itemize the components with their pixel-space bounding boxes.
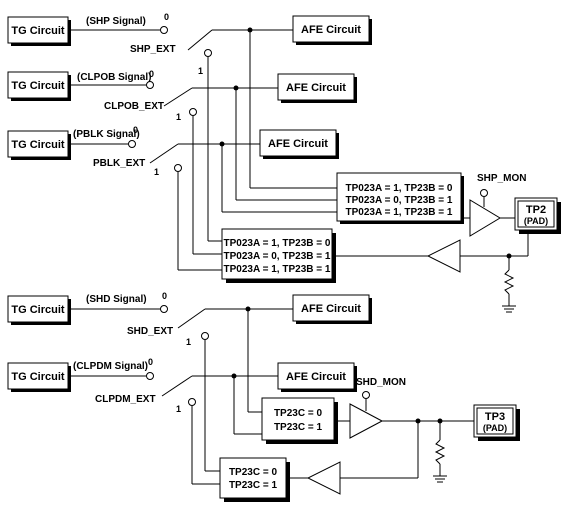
upper-return-line-2: TP023A = 0, TP23B = 1 — [224, 251, 331, 262]
tp3-pad-name: TP3 — [485, 411, 505, 423]
upper-mux-line-1: TP023A = 1, TP23B = 0 — [346, 183, 453, 194]
pblk-switch-pos1: 1 — [154, 167, 159, 177]
tg-circuit-1-label: TG Circuit — [11, 25, 65, 37]
upper-mux-wiring — [177, 27, 338, 271]
tp3-pad-sub: (PAD) — [483, 423, 507, 433]
shp-switch-pos0: 0 — [164, 12, 169, 22]
afe-circuit-5-label: AFE Circuit — [286, 371, 346, 383]
clpob-signal-label: (CLPOB Signal) — [77, 72, 151, 83]
afe-circuit-5: AFE Circuit — [277, 362, 357, 392]
pblk-switch-label: PBLK_EXT — [93, 158, 145, 169]
upper-mux-line-3: TP023A = 1, TP23B = 1 — [346, 207, 453, 218]
afe-circuit-1: AFE Circuit — [292, 15, 372, 45]
pblk-switch-pos0: 0 — [133, 125, 138, 135]
shd-signal-label: (SHD Signal) — [86, 294, 147, 305]
clpob-signal-path: (CLPOB Signal) 0 CLPOB_EXT 1 — [68, 69, 278, 122]
shd-mon-label: SHD_MON — [356, 377, 406, 388]
upper-mux-return-box: TP023A = 1, TP23B = 0 TP023A = 0, TP23B … — [221, 228, 336, 283]
shp-switch-pos1: 1 — [198, 66, 203, 76]
shp-signal-path: (SHP Signal) 0 SHP_EXT 1 — [68, 12, 293, 76]
shd-mon-buffer: SHD_MON — [334, 377, 474, 483]
clpdm-switch-pos1: 1 — [176, 404, 181, 414]
tp2-return-path — [333, 230, 529, 313]
clpdm-switch-pos0: 0 — [148, 357, 153, 367]
shp-switch-label: SHP_EXT — [130, 44, 176, 55]
clpdm-signal-path: (CLPDM Signal) 0 CLPDM_EXT 1 — [68, 357, 278, 414]
pblk-signal-label: (PBLK Signal) — [73, 129, 140, 140]
clpob-switch-pos1: 1 — [176, 112, 181, 122]
afe-circuit-3-label: AFE Circuit — [268, 138, 328, 150]
upper-mux-box: TP023A = 1, TP23B = 0 TP023A = 0, TP23B … — [336, 172, 464, 224]
shd-signal-path: (SHD Signal) 0 SHD_EXT 1 — [68, 291, 293, 347]
tg-circuit-5-label: TG Circuit — [11, 371, 65, 383]
upper-return-line-3: TP023A = 1, TP23B = 1 — [224, 264, 331, 275]
lower-mux-line-1: TP23C = 0 — [274, 408, 323, 419]
tp3-pad: TP3 (PAD) — [473, 404, 520, 441]
lower-mux-box: TP23C = 0 TP23C = 1 — [261, 397, 338, 444]
afe-circuit-2: AFE Circuit — [277, 73, 357, 103]
shd-switch-pos1: 1 — [186, 337, 191, 347]
afe-circuit-4-label: AFE Circuit — [301, 303, 361, 315]
shd-switch-label: SHD_EXT — [127, 326, 173, 337]
lower-return-line-2: TP23C = 1 — [229, 480, 278, 491]
tg-circuit-1: TG Circuit — [7, 16, 71, 46]
afe-circuit-1-label: AFE Circuit — [301, 24, 361, 36]
clpdm-signal-label: (CLPDM Signal) — [73, 361, 148, 372]
clpob-switch-pos0: 0 — [149, 69, 154, 79]
afe-circuit-3: AFE Circuit — [259, 129, 339, 159]
clpob-switch-label: CLPOB_EXT — [104, 101, 164, 112]
tp2-pad-sub: (PAD) — [524, 216, 548, 226]
tg-circuit-4: TG Circuit — [7, 295, 71, 325]
clpdm-switch-label: CLPDM_EXT — [95, 394, 156, 405]
upper-return-line-1: TP023A = 1, TP23B = 0 — [224, 238, 331, 249]
tp3-return-path — [288, 421, 419, 495]
shp-signal-label: (SHP Signal) — [86, 16, 146, 27]
tg-circuit-4-label: TG Circuit — [11, 304, 65, 316]
tp2-pad: TP2 (PAD) — [514, 197, 561, 234]
afe-circuit-4: AFE Circuit — [292, 294, 372, 324]
upper-mux-line-2: TP023A = 0, TP23B = 1 — [346, 195, 453, 206]
tg-circuit-2-label: TG Circuit — [11, 80, 65, 92]
shp-mon-label: SHP_MON — [477, 173, 526, 184]
shp-mon-buffer: SHP_MON — [461, 173, 526, 237]
shd-switch-pos0: 0 — [162, 291, 167, 301]
lower-return-line-1: TP23C = 0 — [229, 467, 278, 478]
tp2-pad-name: TP2 — [526, 204, 546, 216]
tg-circuit-2: TG Circuit — [7, 71, 71, 101]
lower-mux-line-2: TP23C = 1 — [274, 422, 323, 433]
afe-circuit-2-label: AFE Circuit — [286, 82, 346, 94]
pblk-signal-path: (PBLK Signal) 0 PBLK_EXT 1 — [68, 125, 260, 177]
tg-circuit-3-label: TG Circuit — [11, 139, 65, 151]
tg-circuit-3: TG Circuit — [7, 130, 71, 160]
lower-mux-wiring — [191, 306, 262, 485]
lower-mux-return-box: TP23C = 0 TP23C = 1 — [219, 457, 290, 502]
tg-circuit-5: TG Circuit — [7, 362, 71, 392]
